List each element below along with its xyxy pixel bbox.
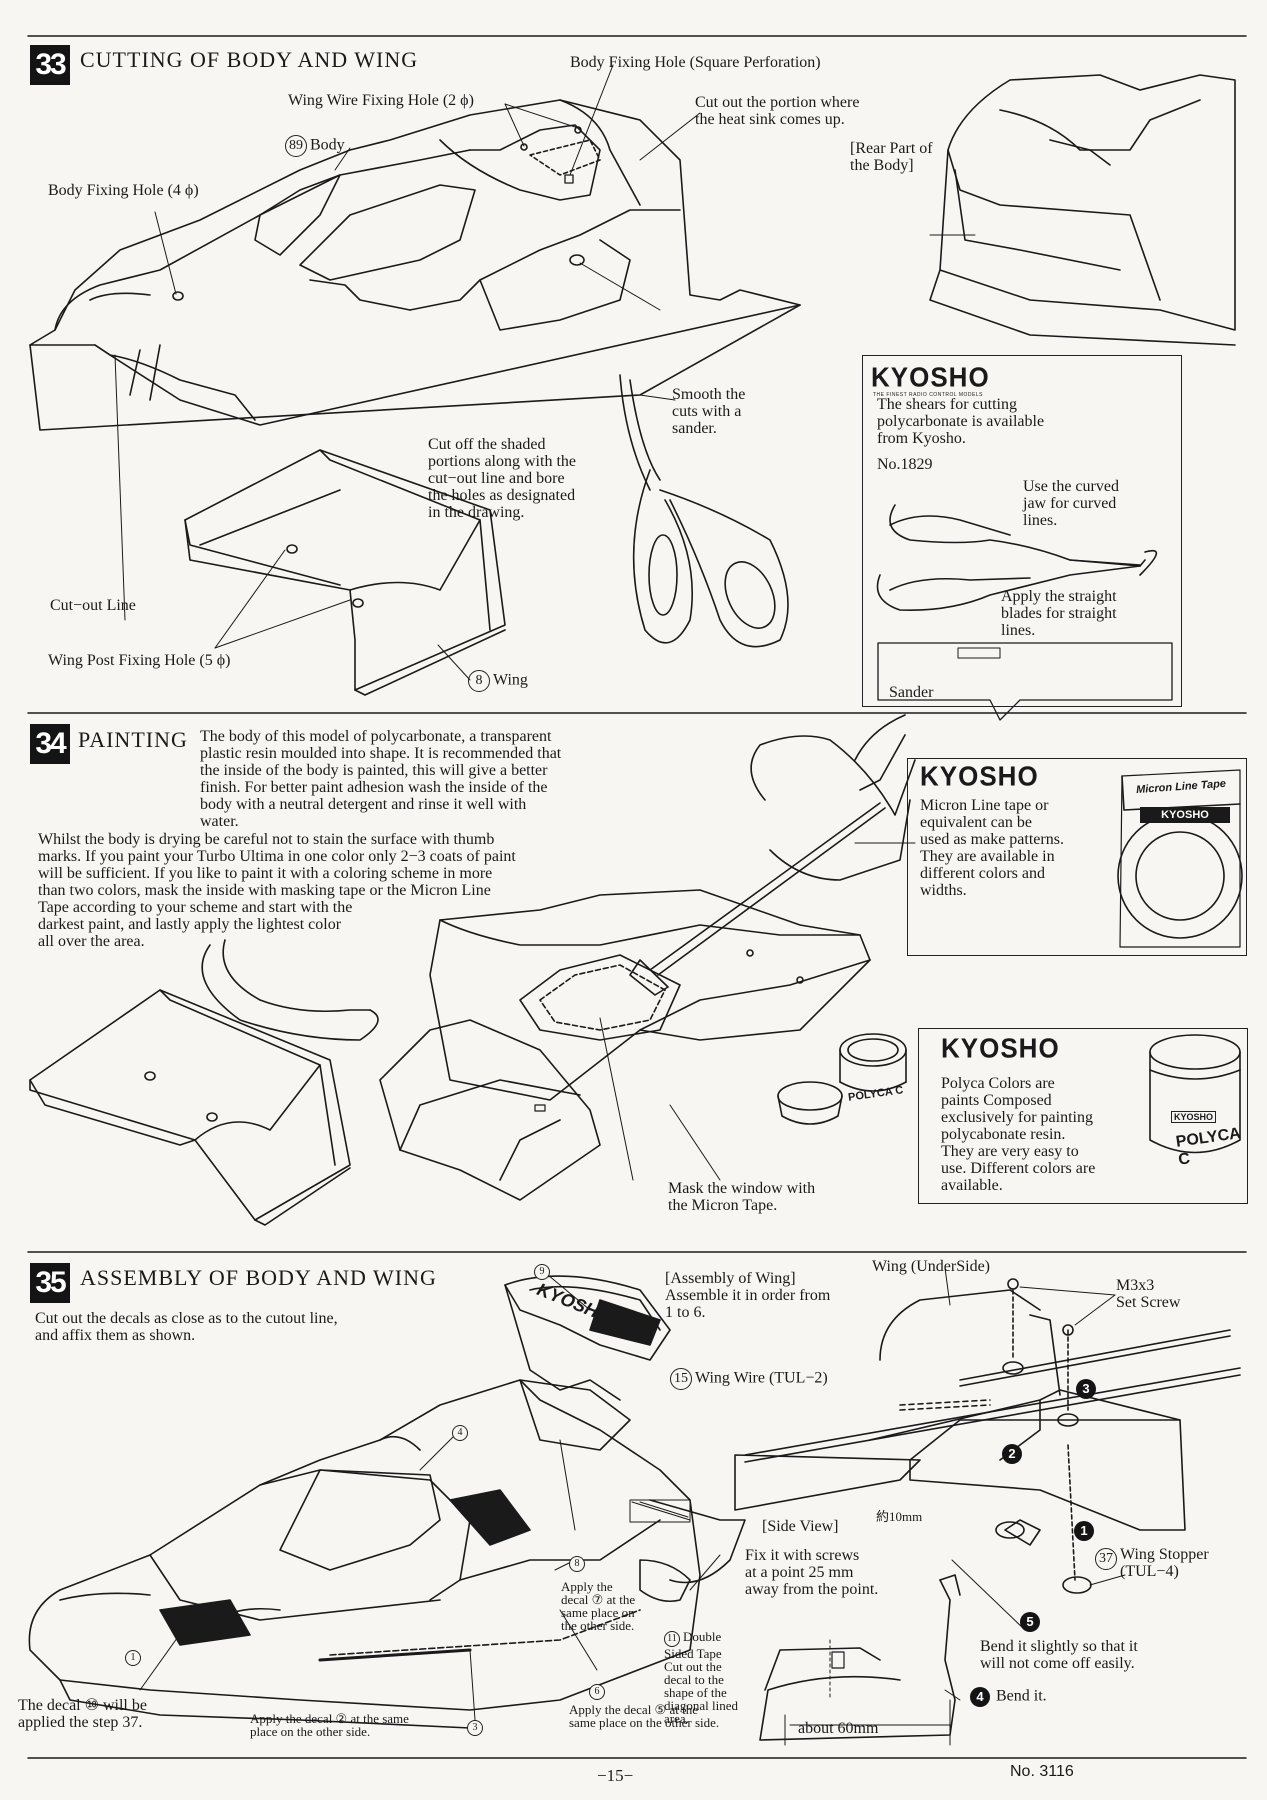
part-number-15: 15: [670, 1368, 692, 1390]
label-set-screw: M3x3 Set Screw: [1116, 1277, 1181, 1311]
order-step-2: 2: [1002, 1444, 1022, 1464]
order-step-5: 5: [1020, 1612, 1040, 1632]
decal-number-9: 9: [534, 1264, 550, 1280]
micron-tape-box: KYOSHO Micron Line tape or equivalent ca…: [907, 758, 1247, 956]
kyosho-logo-sub: THE FINEST RADIO CONTROL MODELS: [873, 392, 983, 398]
mask-window-note: Mask the window with the Micron Tape.: [668, 1180, 816, 1214]
decal-10-note: The decal ⑩ will be applied the step 37.: [18, 1697, 147, 1731]
about-60mm-label: about 60mm: [798, 1720, 879, 1737]
bend-slightly-note: Bend it slightly so that it will not com…: [980, 1638, 1138, 1672]
decals-intro: Cut out the decals as close as to the cu…: [35, 1310, 338, 1344]
decal-2-note: Apply the decal ② at the same place on t…: [250, 1711, 409, 1739]
kyosho-logo: KYOSHO: [871, 361, 990, 393]
label-body-fixing-hole-4: Body Fixing Hole (4 ϕ): [48, 182, 199, 199]
part-number-8: 8: [468, 670, 490, 692]
micron-package-label: Micron Line Tape: [1135, 777, 1227, 797]
step-35-title: ASSEMBLY OF BODY AND WING: [80, 1265, 437, 1290]
step-33-title: CUTTING OF BODY AND WING: [80, 47, 419, 72]
label-cut-heat-sink: Cut out the portion where the heat sink …: [695, 94, 860, 128]
sander-label: Sander: [889, 684, 934, 701]
micron-package-brand: KYOSHO: [1140, 807, 1230, 823]
painting-instructions: Whilst the body is drying be careful not…: [38, 831, 516, 950]
assembly-drawing-35: [29, 1268, 1240, 1745]
polyca-colors-box: KYOSHO Polyca Colors are paints Composed…: [918, 1028, 1248, 1204]
label-cut-shaded: Cut off the shaded portions along with t…: [428, 436, 576, 521]
decal-number-6: 6: [589, 1684, 605, 1700]
kyosho-shears-box: KYOSHO THE FINEST RADIO CONTROL MODELS T…: [862, 355, 1182, 707]
rear-body-drawing: [930, 75, 1235, 345]
step-35-number: 35: [30, 1263, 70, 1303]
label-wing-underside: Wing (UnderSide): [872, 1258, 990, 1275]
wing-assembly-text: Assemble it in order from 1 to 6.: [665, 1287, 831, 1321]
curved-jaw-tip: Use the curved jaw for curved lines.: [1023, 478, 1119, 529]
polyca-jar-text: POLYCA C: [1174, 1125, 1242, 1169]
label-wing: Wing: [493, 671, 528, 689]
decal-number-1: 1: [125, 1650, 141, 1666]
part-number-11: 11: [664, 1631, 680, 1647]
wing-drawing-33: [185, 450, 505, 695]
wing-wire-text: Wing Wire (TUL−2): [695, 1369, 828, 1387]
painting-drawing-34: [30, 715, 1242, 1225]
label-approx-10mm: 約10mm: [876, 1509, 923, 1524]
step-33-number: 33: [30, 45, 70, 85]
bend-it-text: Bend it.: [996, 1687, 1047, 1705]
part-number-37: 37: [1095, 1548, 1117, 1570]
body-drawing-33: [30, 100, 800, 430]
label-rear-part: [Rear Part of the Body]: [850, 140, 933, 174]
shears-part-number: No.1829: [877, 456, 933, 473]
order-step-3: 3: [1076, 1379, 1096, 1399]
wing-assembly-title: [Assembly of Wing]: [665, 1270, 796, 1287]
part-number-89: 89: [285, 135, 307, 157]
label-side-view: [Side View]: [762, 1518, 839, 1535]
kyosho-logo-polyca: KYOSHO: [941, 1032, 1060, 1064]
order-step-4: 4: [970, 1687, 990, 1707]
decal-5-note: Apply the decal ⑤ at the same place on t…: [569, 1702, 720, 1730]
shears-drawing: [878, 505, 1173, 720]
decal-number-3: 3: [467, 1720, 483, 1736]
step-34-number: 34: [30, 724, 70, 764]
label-wing-wire-fixing-hole: Wing Wire Fixing Hole (2 ϕ): [288, 92, 474, 109]
straight-blades-tip: Apply the straight blades for straight l…: [1001, 588, 1117, 639]
decal-number-4: 4: [452, 1425, 468, 1441]
double-tape-text: Double Sided Tape Cut out the decal to t…: [664, 1629, 739, 1726]
label-body-fixing-hole-square: Body Fixing Hole (Square Perforation): [570, 54, 821, 71]
page-number: −15−: [597, 1766, 634, 1785]
kyosho-logo-micron: KYOSHO: [920, 760, 1039, 792]
label-cut-out-line: Cut−out Line: [50, 597, 136, 614]
document-number: No. 3116: [1010, 1763, 1074, 1780]
micron-tape-text: Micron Line tape or equivalent can be us…: [920, 797, 1064, 899]
label-wing-post-fixing-hole: Wing Post Fixing Hole (5 ϕ): [48, 652, 231, 669]
decal-7-note: Apply the decal ⑦ at the same place on t…: [561, 1579, 636, 1633]
label-body: Body: [310, 136, 345, 154]
step-34-title: PAINTING: [78, 727, 188, 752]
polyca-colors-text: Polyca Colors are paints Composed exclus…: [941, 1075, 1096, 1194]
shears-availability-text: The shears for cutting polycarbonate is …: [877, 396, 1045, 447]
fix-screws-note: Fix it with screws at a point 25 mm away…: [745, 1547, 879, 1598]
label-smooth-cuts: Smooth the cuts with a sander.: [672, 386, 746, 437]
painting-intro: The body of this model of polycarbonate,…: [200, 728, 562, 830]
scissors-drawing-33: [620, 375, 788, 647]
polyca-jar-brand: KYOSHO: [1171, 1111, 1217, 1123]
bend-it-note: 4 Bend it.: [970, 1687, 1047, 1707]
order-step-1: 1: [1074, 1521, 1094, 1541]
wing-stopper-text: Wing Stopper (TUL−4): [1120, 1546, 1209, 1580]
decal-number-8: 8: [569, 1556, 585, 1572]
